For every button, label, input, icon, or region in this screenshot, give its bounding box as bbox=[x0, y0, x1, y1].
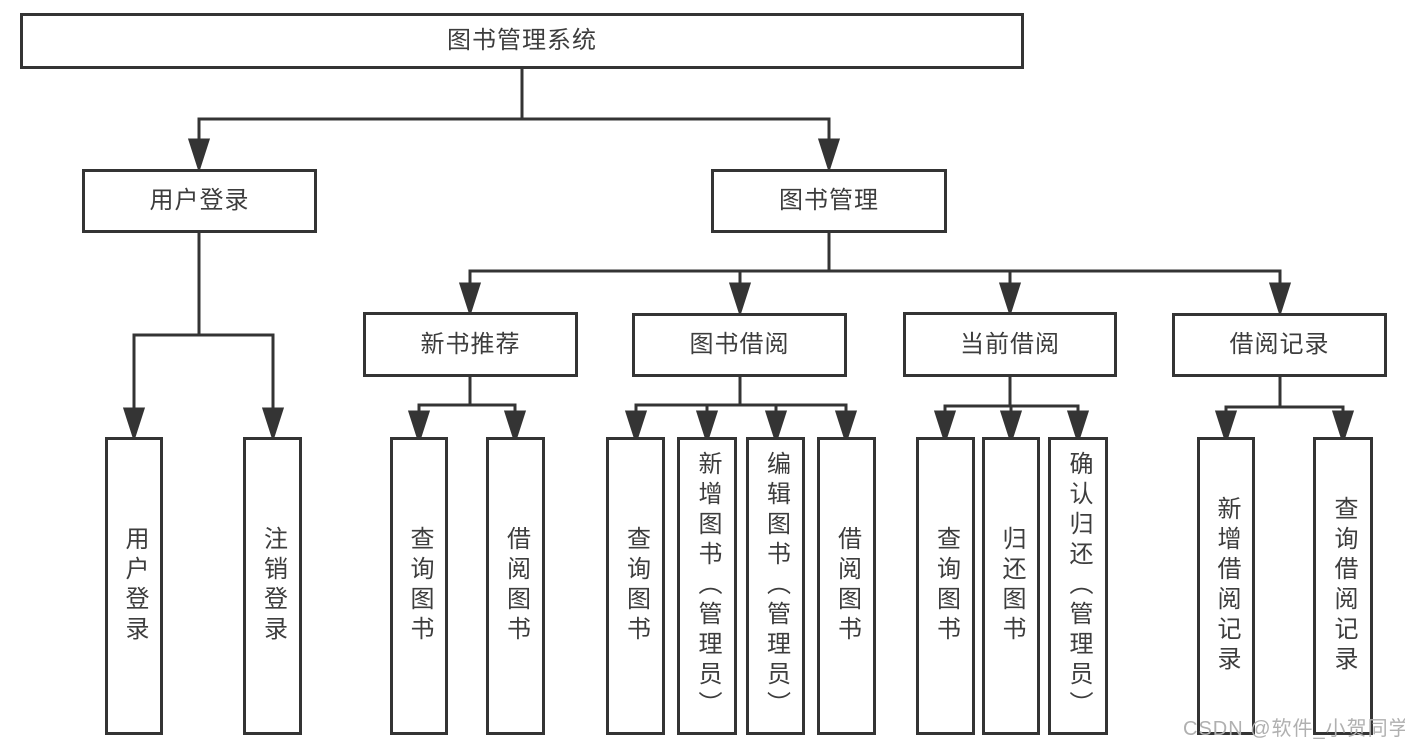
arrow-down-icon bbox=[933, 410, 957, 445]
arrow-down-icon bbox=[1214, 410, 1238, 445]
leaf-query-books-3: 查询图书 bbox=[916, 437, 975, 735]
connector-book-management bbox=[458, 229, 1292, 317]
arrow-down-icon bbox=[187, 138, 211, 173]
node-label: 查询借阅记录 bbox=[1330, 496, 1357, 676]
arrow-down-icon bbox=[503, 410, 527, 445]
node-label: 确认归还（管理员） bbox=[1065, 451, 1092, 721]
leaf-add-borrow-record: 新增借阅记录 bbox=[1197, 437, 1255, 735]
node-label: 图书管理 bbox=[779, 187, 879, 214]
leaf-add-book-admin: 新增图书（管理员） bbox=[677, 437, 737, 735]
node-label: 新书推荐 bbox=[420, 330, 521, 358]
node-label: 新增图书（管理员） bbox=[694, 451, 721, 721]
connector-new-book-recommend bbox=[407, 374, 527, 445]
node-new-book-recommend: 新书推荐 bbox=[363, 312, 578, 377]
arrow-down-icon bbox=[998, 282, 1022, 317]
node-label: 归还图书 bbox=[998, 526, 1025, 646]
node-label: 借阅图书 bbox=[502, 526, 530, 646]
node-user-login: 用户登录 bbox=[82, 169, 317, 233]
leaf-confirm-return-admin: 确认归还（管理员） bbox=[1048, 437, 1108, 735]
watermark-text: CSDN @软件_小贺同学 bbox=[1183, 718, 1405, 740]
node-label: 图书借阅 bbox=[689, 331, 790, 358]
leaf-borrow-books-2: 借阅图书 bbox=[817, 437, 876, 735]
connector-current-borrowing bbox=[933, 374, 1090, 445]
node-label: 图书管理系统 bbox=[447, 27, 597, 54]
arrow-down-icon bbox=[1331, 410, 1355, 445]
connector-book-borrowing bbox=[624, 374, 858, 445]
node-label: 注销登录 bbox=[259, 526, 287, 646]
leaf-user-login: 用户登录 bbox=[105, 437, 163, 735]
node-label: 查询图书 bbox=[932, 526, 960, 646]
arrow-down-icon bbox=[261, 407, 285, 442]
leaf-query-borrow-record: 查询借阅记录 bbox=[1313, 437, 1373, 735]
node-label: 借阅记录 bbox=[1229, 331, 1330, 358]
node-label: 当前借阅 bbox=[960, 330, 1060, 358]
node-borrowing-records: 借阅记录 bbox=[1172, 313, 1387, 377]
node-label: 查询图书 bbox=[622, 526, 650, 646]
node-book-management: 图书管理 bbox=[711, 169, 947, 233]
node-book-borrowing: 图书借阅 bbox=[632, 313, 847, 377]
arrow-down-icon bbox=[1066, 410, 1090, 445]
arrow-down-icon bbox=[817, 138, 841, 173]
leaf-query-books-2: 查询图书 bbox=[606, 437, 665, 735]
arrow-down-icon bbox=[999, 410, 1023, 445]
leaf-return-books: 归还图书 bbox=[982, 437, 1040, 735]
arrow-down-icon bbox=[695, 410, 719, 445]
node-label: 用户登录 bbox=[121, 526, 148, 646]
node-current-borrowing: 当前借阅 bbox=[903, 312, 1117, 377]
leaf-logout: 注销登录 bbox=[243, 437, 302, 735]
node-library-management-system: 图书管理系统 bbox=[20, 13, 1024, 69]
node-label: 查询图书 bbox=[406, 526, 433, 646]
connector-user-login bbox=[122, 229, 285, 442]
arrow-down-icon bbox=[458, 282, 482, 317]
node-label: 借阅图书 bbox=[833, 526, 861, 646]
arrow-down-icon bbox=[122, 407, 146, 442]
leaf-borrow-books-1: 借阅图书 bbox=[486, 437, 545, 735]
arrow-down-icon bbox=[764, 410, 788, 445]
arrow-down-icon bbox=[407, 410, 431, 445]
leaf-query-books-1: 查询图书 bbox=[390, 437, 448, 735]
connector-borrowing-records bbox=[1214, 375, 1355, 445]
connector-root bbox=[187, 65, 841, 173]
arrow-down-icon bbox=[728, 282, 752, 317]
arrow-down-icon bbox=[1268, 282, 1292, 317]
node-label: 用户登录 bbox=[149, 187, 250, 214]
node-label: 新增借阅记录 bbox=[1213, 496, 1240, 676]
arrow-down-icon bbox=[624, 410, 648, 445]
node-label: 编辑图书（管理员） bbox=[762, 451, 790, 721]
arrow-down-icon bbox=[834, 410, 858, 445]
leaf-edit-book-admin: 编辑图书（管理员） bbox=[746, 437, 805, 735]
